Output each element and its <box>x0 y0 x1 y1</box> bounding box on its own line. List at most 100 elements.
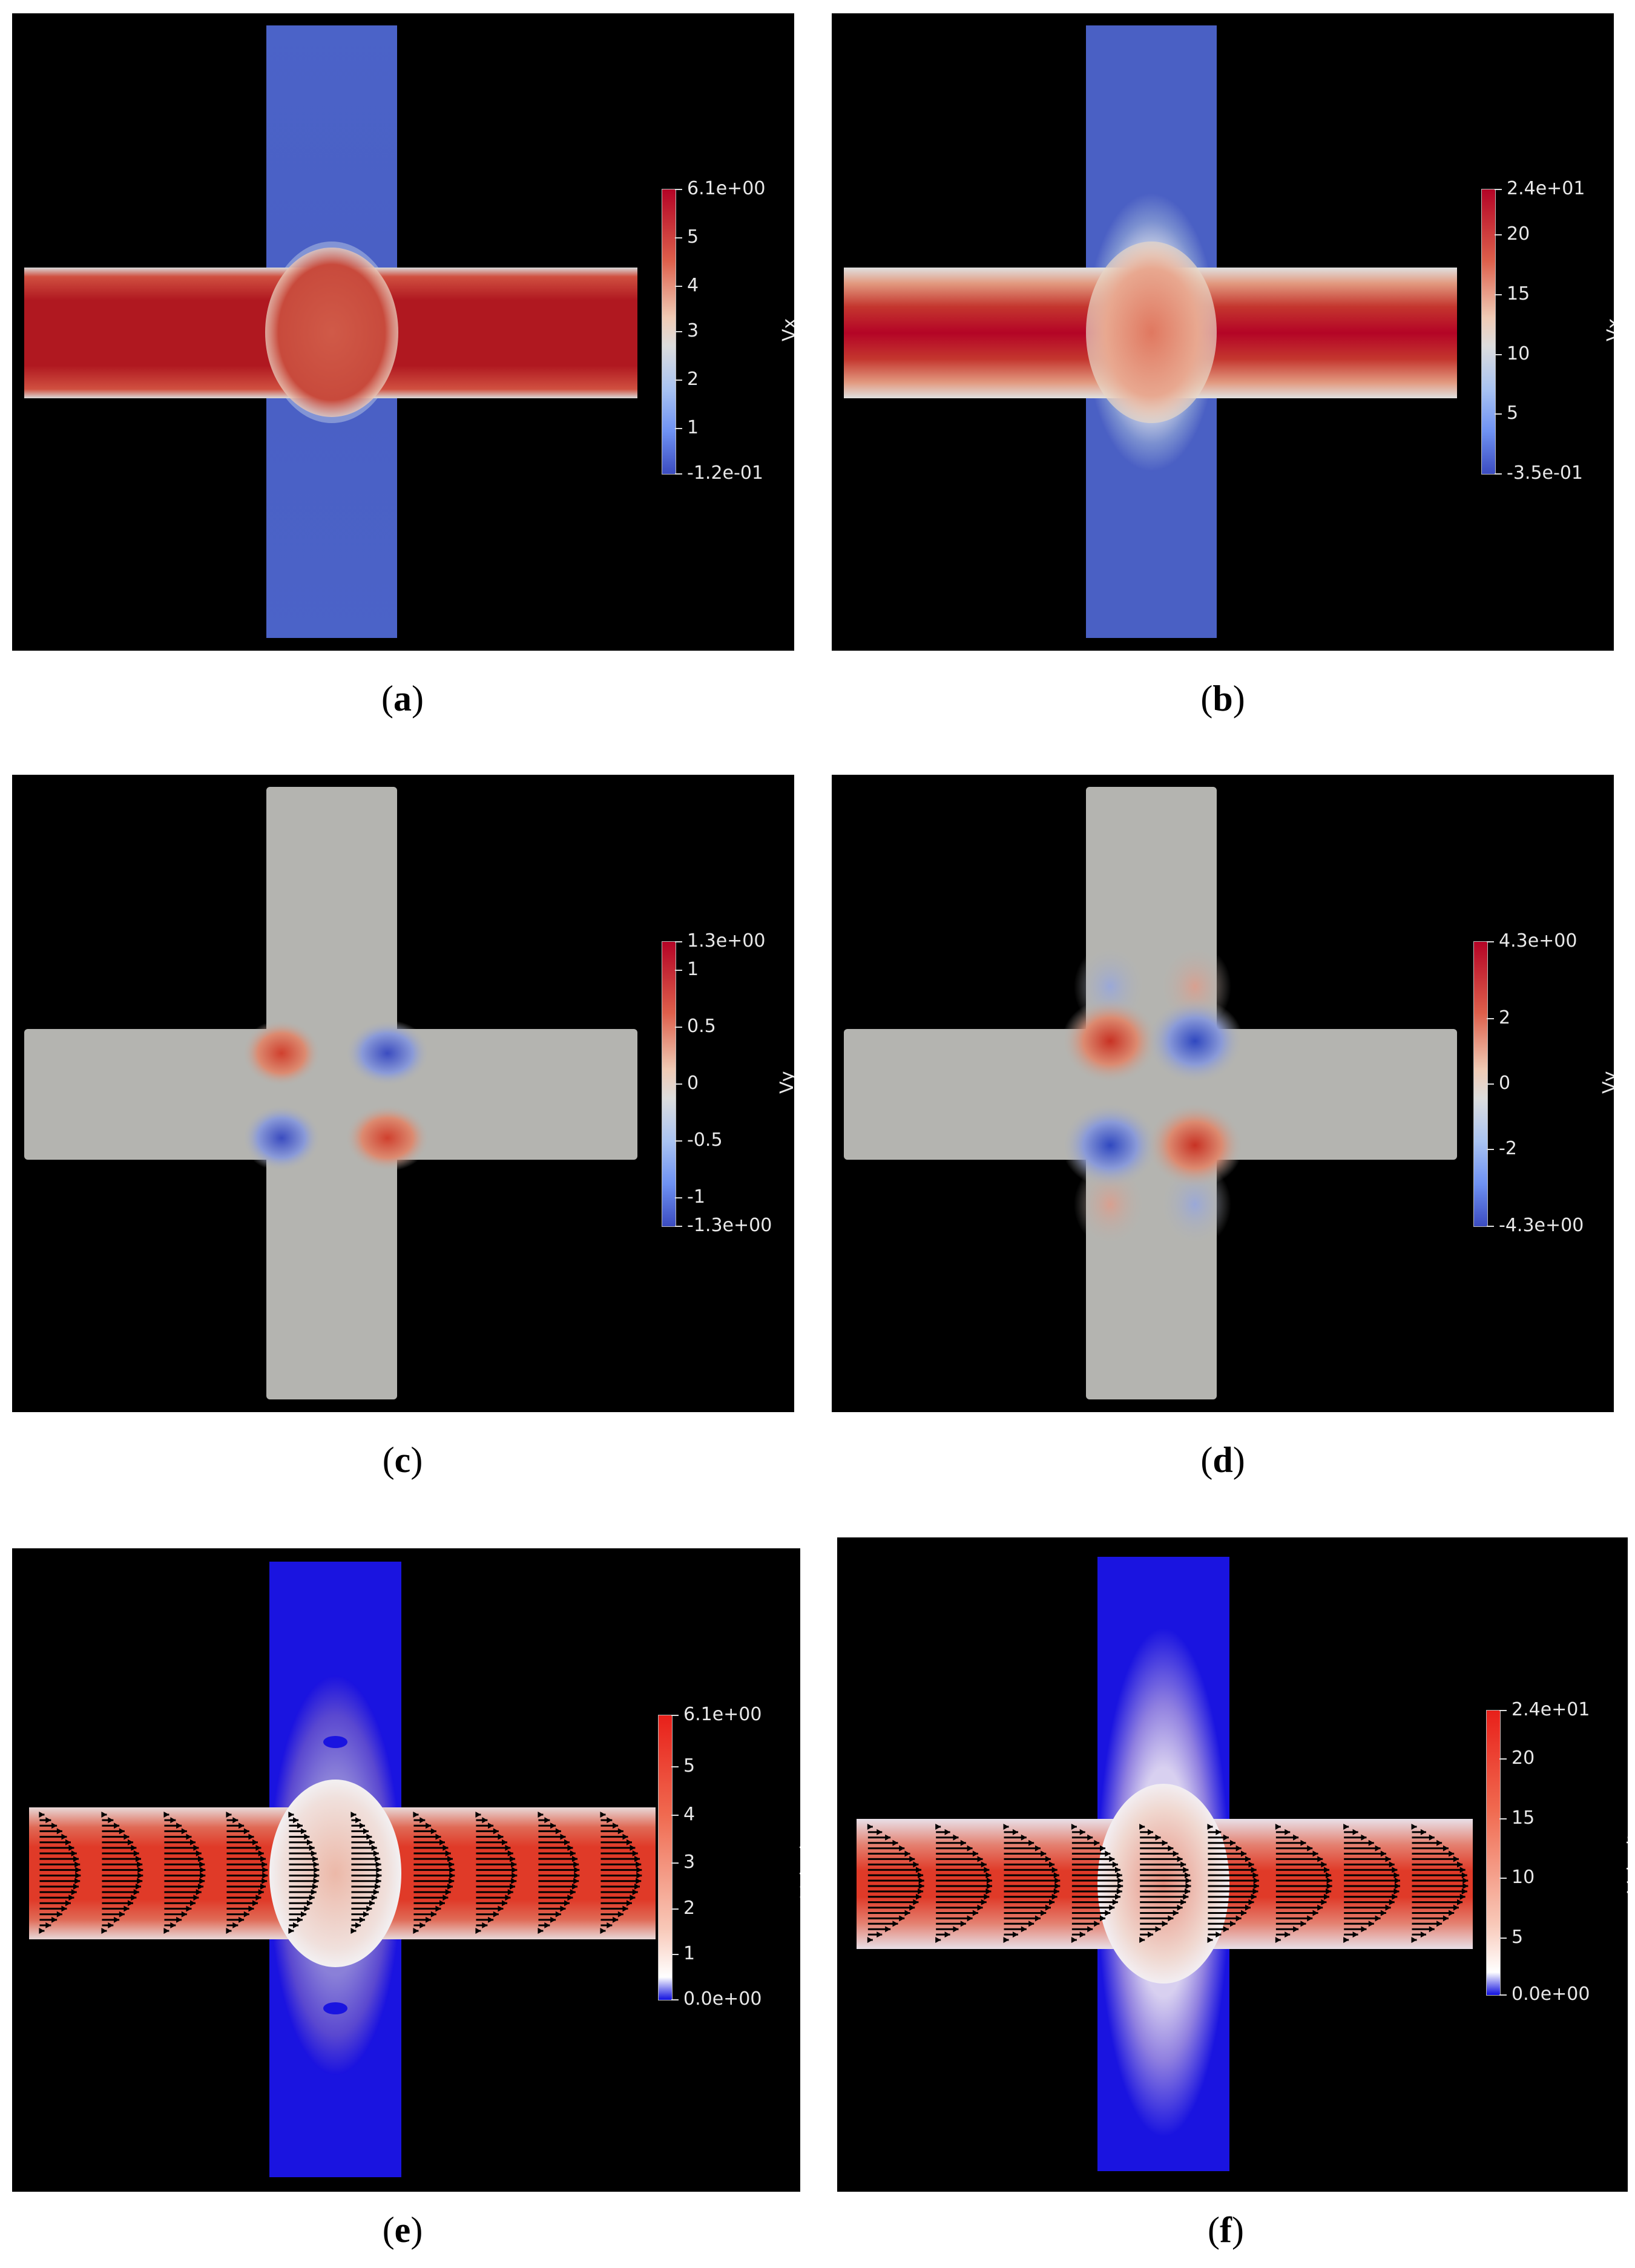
velocity-arrowhead <box>101 1812 107 1818</box>
velocity-arrowhead <box>304 1833 310 1840</box>
velocity-arrowhead <box>232 1817 239 1824</box>
velocity-arrowhead <box>255 1895 262 1901</box>
colorbar-tick <box>675 428 682 429</box>
velocity-arrowhead <box>1443 1845 1449 1852</box>
velocity-arrowhead <box>1352 1829 1358 1835</box>
velocity-arrowhead <box>1392 1893 1398 1900</box>
velocity-arrowhead <box>573 1861 579 1868</box>
velocity-arrowhead <box>984 1867 990 1873</box>
colorbar-tick <box>675 1197 682 1198</box>
velocity-arrowhead <box>131 1844 137 1851</box>
colorbar-title: Velocity <box>797 1827 800 1898</box>
velocity-arrowhead <box>447 1883 453 1890</box>
velocity-arrowhead <box>309 1895 315 1901</box>
velocity-arrowhead <box>501 1900 507 1907</box>
colorbar-min-label: -4.3e+00 <box>1499 1215 1584 1236</box>
colorbar-tick <box>675 1027 682 1028</box>
velocity-arrowhead <box>430 1828 436 1835</box>
velocity-arrowhead <box>426 1916 432 1923</box>
velocity-arrowhead <box>186 1833 192 1840</box>
velocity-arrowhead <box>163 1928 169 1934</box>
velocity-arrowhead <box>74 1878 81 1884</box>
velocity-arrowhead <box>564 1839 570 1846</box>
velocity-arrowhead <box>493 1828 499 1835</box>
velocity-arrowhead <box>304 1905 310 1912</box>
velocity-arrowhead <box>262 1872 268 1879</box>
velocity-arrowhead <box>1071 1937 1077 1943</box>
velocity-arrowhead <box>967 1915 973 1922</box>
velocity-arrowhead <box>39 1928 45 1934</box>
velocity-arrowhead <box>1453 1856 1459 1862</box>
velocity-arrowhead <box>258 1889 264 1895</box>
velocity-arrowhead <box>1054 1878 1061 1884</box>
velocity-arrowhead <box>119 1828 125 1835</box>
colorbar-tick <box>1495 473 1502 475</box>
velocity-arrowhead <box>1453 1904 1459 1911</box>
velocity-arrowhead <box>1235 1915 1242 1922</box>
velocity-arrowhead <box>1375 1915 1381 1922</box>
velocity-arrowhead <box>935 1824 941 1830</box>
velocity-arrowhead <box>600 1928 606 1934</box>
velocity-arrowhead <box>1216 1931 1222 1938</box>
velocity-arrowhead <box>1389 1899 1395 1905</box>
velocity-arrowhead <box>916 1867 922 1873</box>
velocity-arrowhead <box>511 1861 517 1868</box>
velocity-arrowhead <box>1459 1893 1466 1900</box>
velocity-arrowhead <box>439 1900 445 1907</box>
velocity-arrowhead <box>1173 1910 1179 1916</box>
velocity-arrowhead <box>570 1889 576 1895</box>
colorbar-tick <box>1499 1938 1507 1939</box>
velocity-arrowhead <box>252 1839 258 1846</box>
colorbar-gradient <box>662 189 676 475</box>
velocity-arrowhead <box>1207 1937 1213 1943</box>
velocity-arrowhead <box>510 1856 516 1862</box>
velocity-arrowhead <box>137 1878 143 1884</box>
velocity-arrowhead <box>1162 1921 1168 1927</box>
velocity-arrowhead <box>449 1861 455 1868</box>
velocity-arrowhead <box>369 1900 375 1907</box>
velocity-arrowhead <box>1394 1882 1400 1889</box>
velocity-arrowhead <box>355 1922 361 1928</box>
velocity-arrowhead <box>555 1911 561 1918</box>
velocity-arrowhead <box>51 1823 58 1829</box>
velocity-arrowhead <box>74 1861 81 1868</box>
colorbar-min-label: 0.0e+00 <box>683 1988 762 2010</box>
colorbar-title: Vx <box>1604 318 1614 341</box>
velocity-arrowhead <box>1312 1910 1318 1916</box>
velocity-arrowhead <box>447 1856 453 1862</box>
velocity-arrowhead <box>1253 1882 1259 1889</box>
velocity-arrowhead <box>176 1916 182 1923</box>
velocity-arrowhead <box>1275 1937 1281 1943</box>
velocity-arrowhead <box>101 1928 107 1934</box>
velocity-arrowhead <box>867 1824 873 1830</box>
velocity-arrowhead <box>573 1878 579 1884</box>
velocity-arrowhead <box>136 1883 142 1890</box>
velocity-arrows-e <box>39 1812 642 1934</box>
velocity-arrowhead <box>114 1916 120 1923</box>
velocity-arrowhead <box>482 1817 488 1824</box>
velocity-arrowhead <box>248 1833 254 1840</box>
velocity-arrowhead <box>170 1817 176 1824</box>
velocity-arrowhead <box>918 1878 924 1884</box>
velocity-arrowhead <box>355 1817 361 1824</box>
velocity-arrowhead <box>1343 1824 1349 1830</box>
velocity-arrowhead <box>301 1911 307 1918</box>
velocity-arrowhead <box>426 1823 432 1829</box>
velocity-arrowhead <box>1053 1888 1059 1895</box>
velocity-arrowhead <box>636 1861 642 1868</box>
colorbar-tick <box>1495 234 1502 235</box>
velocity-arrowhead <box>1245 1856 1251 1862</box>
velocity-arrowhead <box>617 1828 623 1835</box>
velocity-arrowhead <box>200 1867 206 1873</box>
colorbar-tick <box>671 1766 679 1767</box>
velocity-arrowhead <box>505 1844 511 1851</box>
velocity-arrowhead <box>260 1883 266 1890</box>
velocity-arrowhead <box>419 1817 426 1824</box>
velocity-arrowhead <box>1012 1931 1018 1938</box>
velocity-arrowhead <box>877 1829 883 1835</box>
colorbar-tick <box>1495 413 1502 415</box>
colorbar-tick-label: 20 <box>1512 1747 1535 1769</box>
